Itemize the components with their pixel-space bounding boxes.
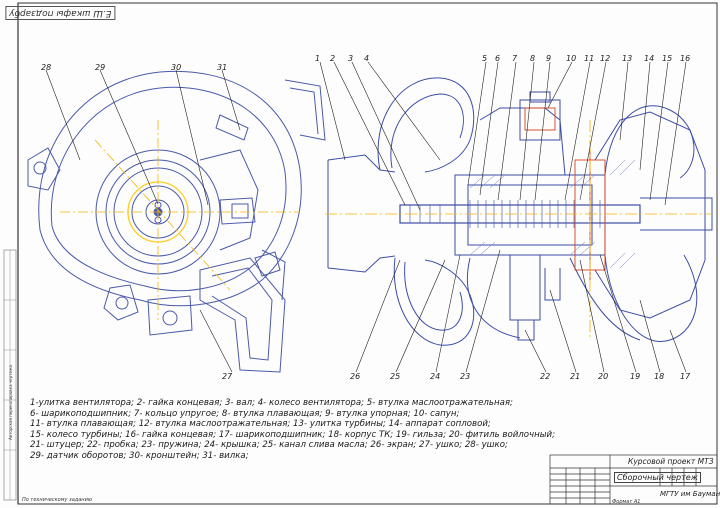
section-view <box>327 77 713 346</box>
bottom-left-text: По техническому заданию <box>22 497 93 503</box>
legend-line: 11- втулка плавающая; 12- втулка маслоот… <box>30 419 491 430</box>
callout-5: 5 <box>482 54 488 63</box>
callout-31: 31 <box>217 63 228 72</box>
legend-line: 29- датчик оборотов; 30- кронштейн; 31- … <box>30 450 249 461</box>
callout-26: 26 <box>350 372 361 381</box>
callout-11: 11 <box>584 54 595 63</box>
callout-19: 19 <box>630 372 641 381</box>
callout-25: 25 <box>390 372 401 381</box>
legend-line: 21- штуцер; 22- пробка; 23- пружина; 24-… <box>30 440 508 451</box>
callout-15: 15 <box>662 54 673 63</box>
callout-17: 17 <box>680 372 691 381</box>
title-drawing-name: Сборочный чертеж <box>614 472 701 483</box>
parts-legend: 1-улитка вентилятора; 2- гайка концевая;… <box>30 398 556 462</box>
callout-22: 22 <box>540 372 551 381</box>
callout-13: 13 <box>622 54 633 63</box>
title-project: Курсовой проект МТЗ <box>628 457 714 466</box>
legend-line: 15- колесо турбины; 16- гайка концевая; … <box>30 429 556 440</box>
callout-21: 21 <box>570 372 581 381</box>
callout-9: 9 <box>546 54 552 63</box>
callout-2: 2 <box>330 54 336 63</box>
callout-27: 27 <box>222 372 233 381</box>
callout-23: 23 <box>460 372 471 381</box>
left-view <box>27 70 326 373</box>
bottom-right-text: Формат А1 <box>612 499 641 505</box>
callout-24: 24 <box>430 372 441 381</box>
callout-29: 29 <box>95 63 106 72</box>
callout-10: 10 <box>566 54 577 63</box>
callout-1: 1 <box>315 54 321 63</box>
callout-28: 28 <box>41 63 52 72</box>
callout-30: 30 <box>171 63 182 72</box>
title-organization: МГТУ им Баумана <box>660 490 720 498</box>
callout-8: 8 <box>530 54 536 63</box>
callout-7: 7 <box>512 54 518 63</box>
callout-12: 12 <box>600 54 611 63</box>
callout-16: 16 <box>680 54 691 63</box>
side-text: Авторская перекопировка чертежа <box>8 365 13 440</box>
callout-18: 18 <box>654 372 665 381</box>
corner-stamp: Е.Ш шкафы подзарбу <box>5 6 116 20</box>
title-block <box>549 454 718 505</box>
callout-3: 3 <box>348 54 354 63</box>
callout-4: 4 <box>364 54 370 63</box>
callout-14: 14 <box>644 54 655 63</box>
callout-6: 6 <box>495 54 501 63</box>
callout-20: 20 <box>598 372 609 381</box>
legend-line: 1-улитка вентилятора; 2- гайка концевая;… <box>30 398 513 408</box>
legend-line: 6- шарикоподшипник; 7- кольцо упругое; 8… <box>30 408 460 419</box>
